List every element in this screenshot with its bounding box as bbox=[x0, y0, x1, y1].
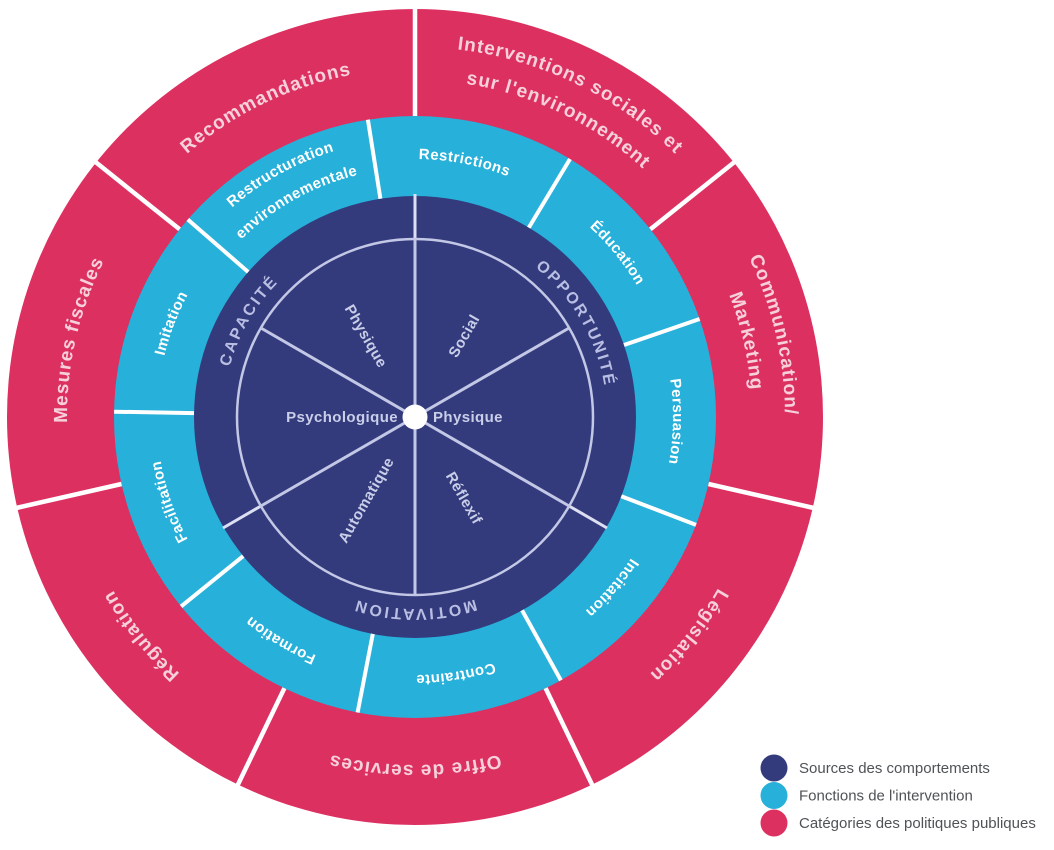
function-label-persuasion: Persuasion bbox=[665, 378, 686, 466]
core-label-physique-droite: Physique bbox=[433, 409, 503, 426]
legend: Sources des comportements Fonctions de l… bbox=[760, 754, 1036, 837]
legend-swatch-sources bbox=[760, 754, 788, 782]
legend-label-sources: Sources des comportements bbox=[799, 760, 990, 777]
policy-ring-dividers bbox=[15, 8, 815, 787]
sources-band-dividers bbox=[222, 194, 608, 530]
legend-swatch-fonctions bbox=[760, 782, 788, 809]
legend-label-fonctions: Fonctions de l'intervention bbox=[799, 788, 973, 805]
function-ring-dividers bbox=[114, 119, 701, 713]
core-label-psychologique: Psychologique bbox=[286, 409, 398, 426]
core-spokes bbox=[260, 239, 570, 595]
center-hub-dot bbox=[402, 404, 428, 430]
legend-swatch-categories bbox=[760, 809, 788, 837]
legend-label-categories: Catégories des politiques publiques bbox=[799, 815, 1036, 832]
